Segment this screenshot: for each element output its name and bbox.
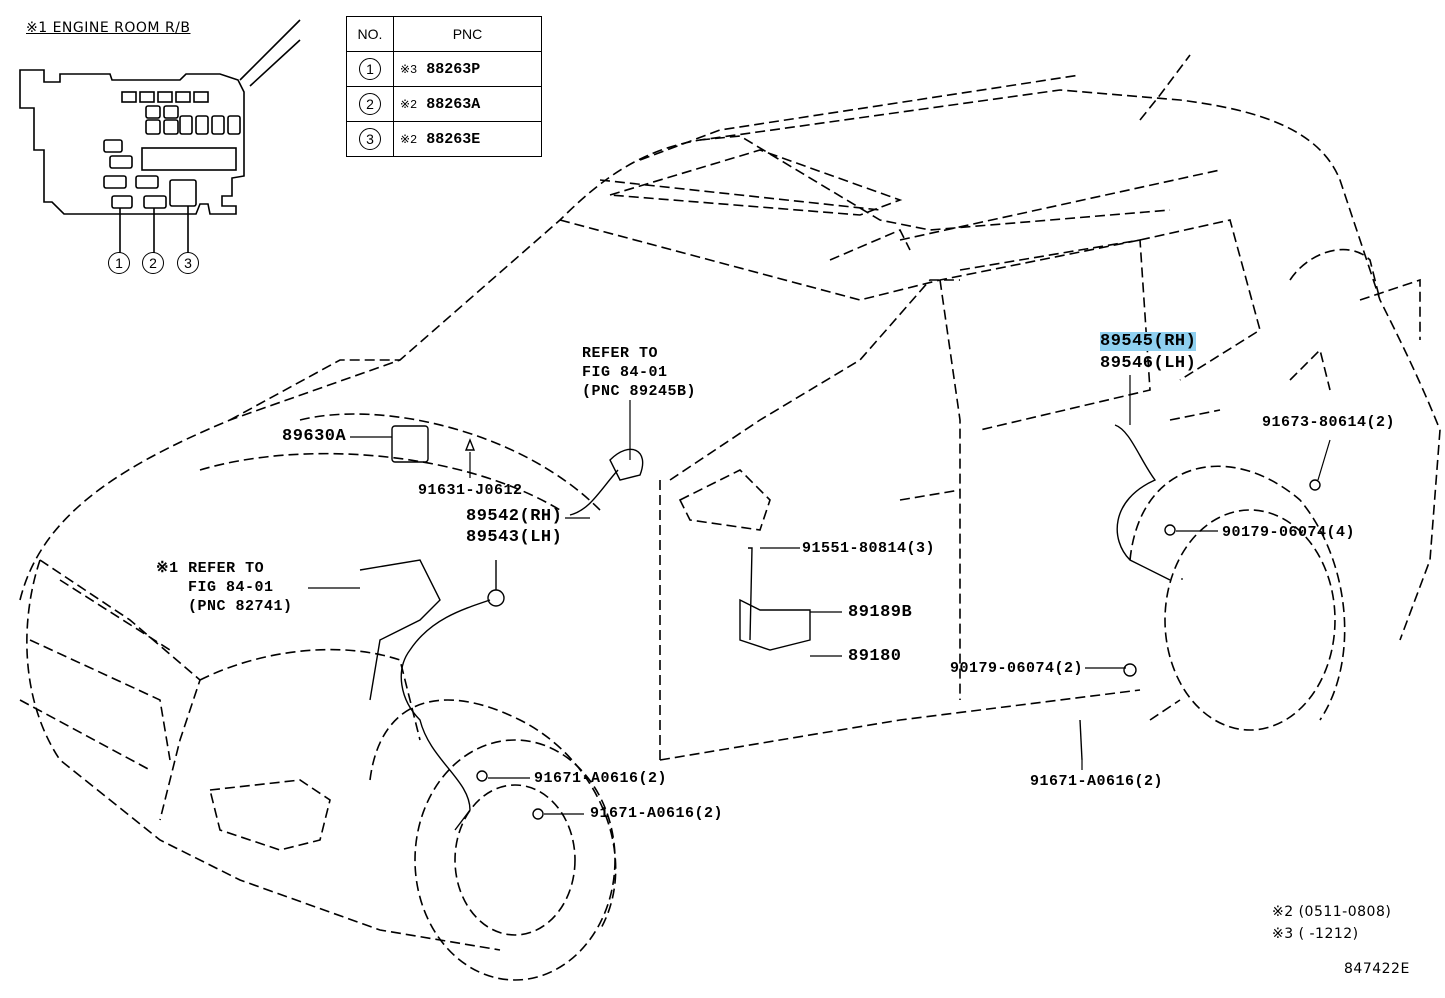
pnc-row: 1 ※3 88263P: [346, 51, 542, 87]
part-90179-b[interactable]: 90179-06074(4): [1222, 524, 1356, 541]
header-pnc: PNC: [393, 16, 542, 52]
part-91671-a[interactable]: 91671-A0616(2): [534, 770, 668, 787]
note-2: ※2 (0511-0808): [1272, 904, 1392, 920]
pnc-row: 2 ※2 88263A: [346, 86, 542, 122]
part-90179-a[interactable]: 90179-06074(2): [950, 660, 1084, 677]
relay-block-drawing: [19, 19, 301, 253]
relay-circle-3: 3: [177, 252, 199, 274]
part-91551[interactable]: 91551-80814(3): [802, 540, 936, 557]
refer2-line-1: ※1 REFER TO: [156, 560, 265, 577]
refer-line-3[interactable]: (PNC 89245B): [582, 383, 697, 400]
row-note: ※2: [400, 97, 418, 112]
part-89546[interactable]: 89546(LH): [1100, 354, 1197, 373]
row-number: 1: [359, 58, 381, 80]
row-number: 2: [359, 93, 381, 115]
relay-circle-1: 1: [108, 252, 130, 274]
part-91671-c[interactable]: 91671-A0616(2): [1030, 773, 1164, 790]
part-89189b[interactable]: 89189B: [848, 603, 913, 622]
refer2-line-3[interactable]: (PNC 82741): [188, 598, 293, 615]
note-3: ※3 ( -1212): [1272, 926, 1359, 942]
header-no: NO.: [346, 16, 394, 52]
part-89542[interactable]: 89542(RH): [466, 507, 563, 526]
part-91631[interactable]: 91631-J0612: [418, 482, 523, 499]
sensor-parts: [359, 424, 1321, 831]
refer2-line-2: FIG 84-01: [188, 579, 274, 596]
part-89543[interactable]: 89543(LH): [466, 528, 563, 547]
pnc-table: NO. PNC 1 ※3 88263P 2 ※2 88263A 3 ※2 882…: [346, 16, 542, 157]
part-91671-b[interactable]: 91671-A0616(2): [590, 805, 724, 822]
relay-block-title: ※1 ENGINE ROOM R/B: [26, 20, 191, 36]
row-number: 3: [359, 128, 381, 150]
row-note: ※3: [400, 62, 418, 77]
row-pnc[interactable]: 88263A: [426, 95, 481, 113]
refer-line-1: REFER TO: [582, 345, 659, 362]
part-89630a[interactable]: 89630A: [282, 427, 347, 446]
refer-line-2: FIG 84-01: [582, 364, 668, 381]
row-pnc[interactable]: 88263E: [426, 130, 481, 148]
pnc-row: 3 ※2 88263E: [346, 121, 542, 157]
part-91673[interactable]: 91673-80614(2): [1262, 414, 1396, 431]
part-89545[interactable]: 89545(RH): [1100, 332, 1197, 351]
pnc-table-header: NO. PNC: [346, 16, 542, 52]
relay-circle-2: 2: [142, 252, 164, 274]
part-89180[interactable]: 89180: [848, 647, 902, 666]
figure-number: 847422E: [1344, 961, 1410, 977]
row-note: ※2: [400, 132, 418, 147]
leader-lines: [308, 375, 1331, 815]
row-pnc[interactable]: 88263P: [426, 60, 481, 78]
highlighted-part-89545[interactable]: 89545(RH): [1100, 332, 1197, 351]
car-body-outline: [19, 54, 1441, 981]
